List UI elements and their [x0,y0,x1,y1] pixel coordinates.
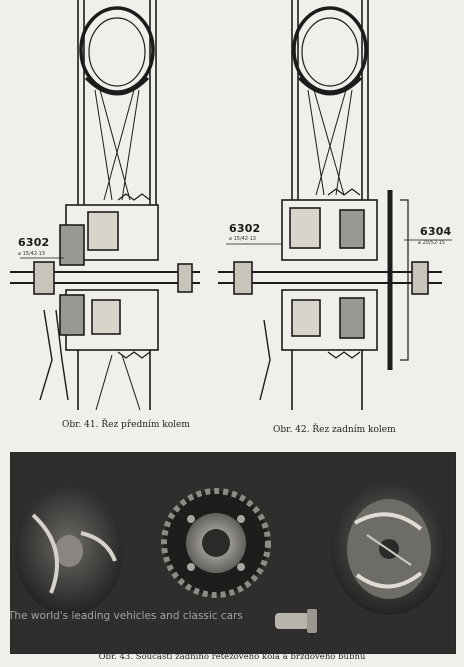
rear-wheel-section-drawing [212,0,464,410]
components-photograph [10,452,456,654]
bearing-size-rear-right: ⌀ 20/52·15 [418,240,445,246]
caption-figure-42: Obr. 42. Řez zadním kolem [273,425,396,435]
bearing-label-6302-rear: 6302 [229,222,261,235]
bearing-label-6302-front: 6302 [18,236,50,249]
front-wheel-section-drawing [0,0,232,410]
bearing-size-rear-left: ⌀ 15/42·13 [229,236,256,242]
watermark-text: The world's leading vehicles and classic… [8,610,243,622]
caption-figure-43: Obr. 43. Součásti zadního řetězového kol… [98,652,366,662]
rear-wheel-section-svg [218,0,452,410]
bearing-size-front: ⌀ 15/42·13 [18,251,45,257]
caption-figure-41: Obr. 41. Řez předním kolem [62,420,190,430]
components-photo-svg [11,453,455,653]
front-wheel-section-svg [10,0,200,410]
bearing-label-6304-rear: 6304 [420,225,452,238]
